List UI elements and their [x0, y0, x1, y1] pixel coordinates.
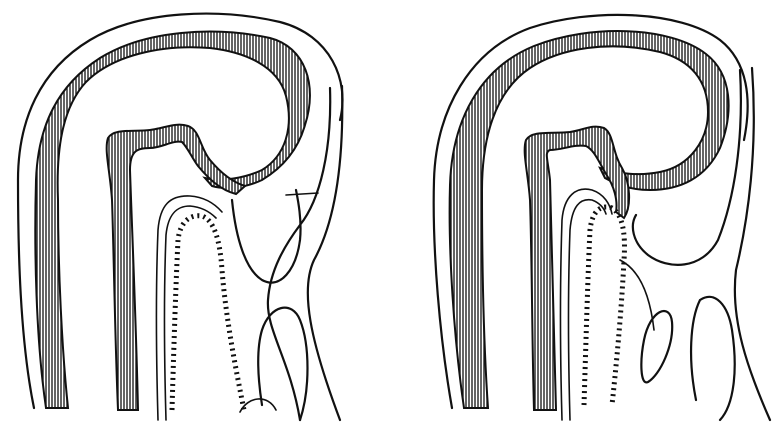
left-small-loop [240, 399, 276, 412]
right-neural-wall [450, 31, 729, 408]
left-tick [286, 193, 318, 195]
right-central-canal-inner [569, 200, 607, 420]
left-cavity [232, 190, 301, 283]
left-dotted-layer [172, 216, 244, 410]
left-central-canal-inner [165, 206, 217, 420]
right-vessel-oval [691, 297, 735, 420]
left-body-wall-outer [308, 86, 343, 420]
right-inner-column [525, 127, 629, 410]
left-inner-column [107, 125, 245, 410]
left-neural-wall [35, 32, 310, 408]
right-section-drawing [434, 15, 770, 420]
right-dotted-layer [584, 207, 625, 405]
left-vessel-oval [258, 308, 307, 420]
left-section-drawing [18, 14, 343, 420]
right-small-oval [641, 311, 672, 382]
